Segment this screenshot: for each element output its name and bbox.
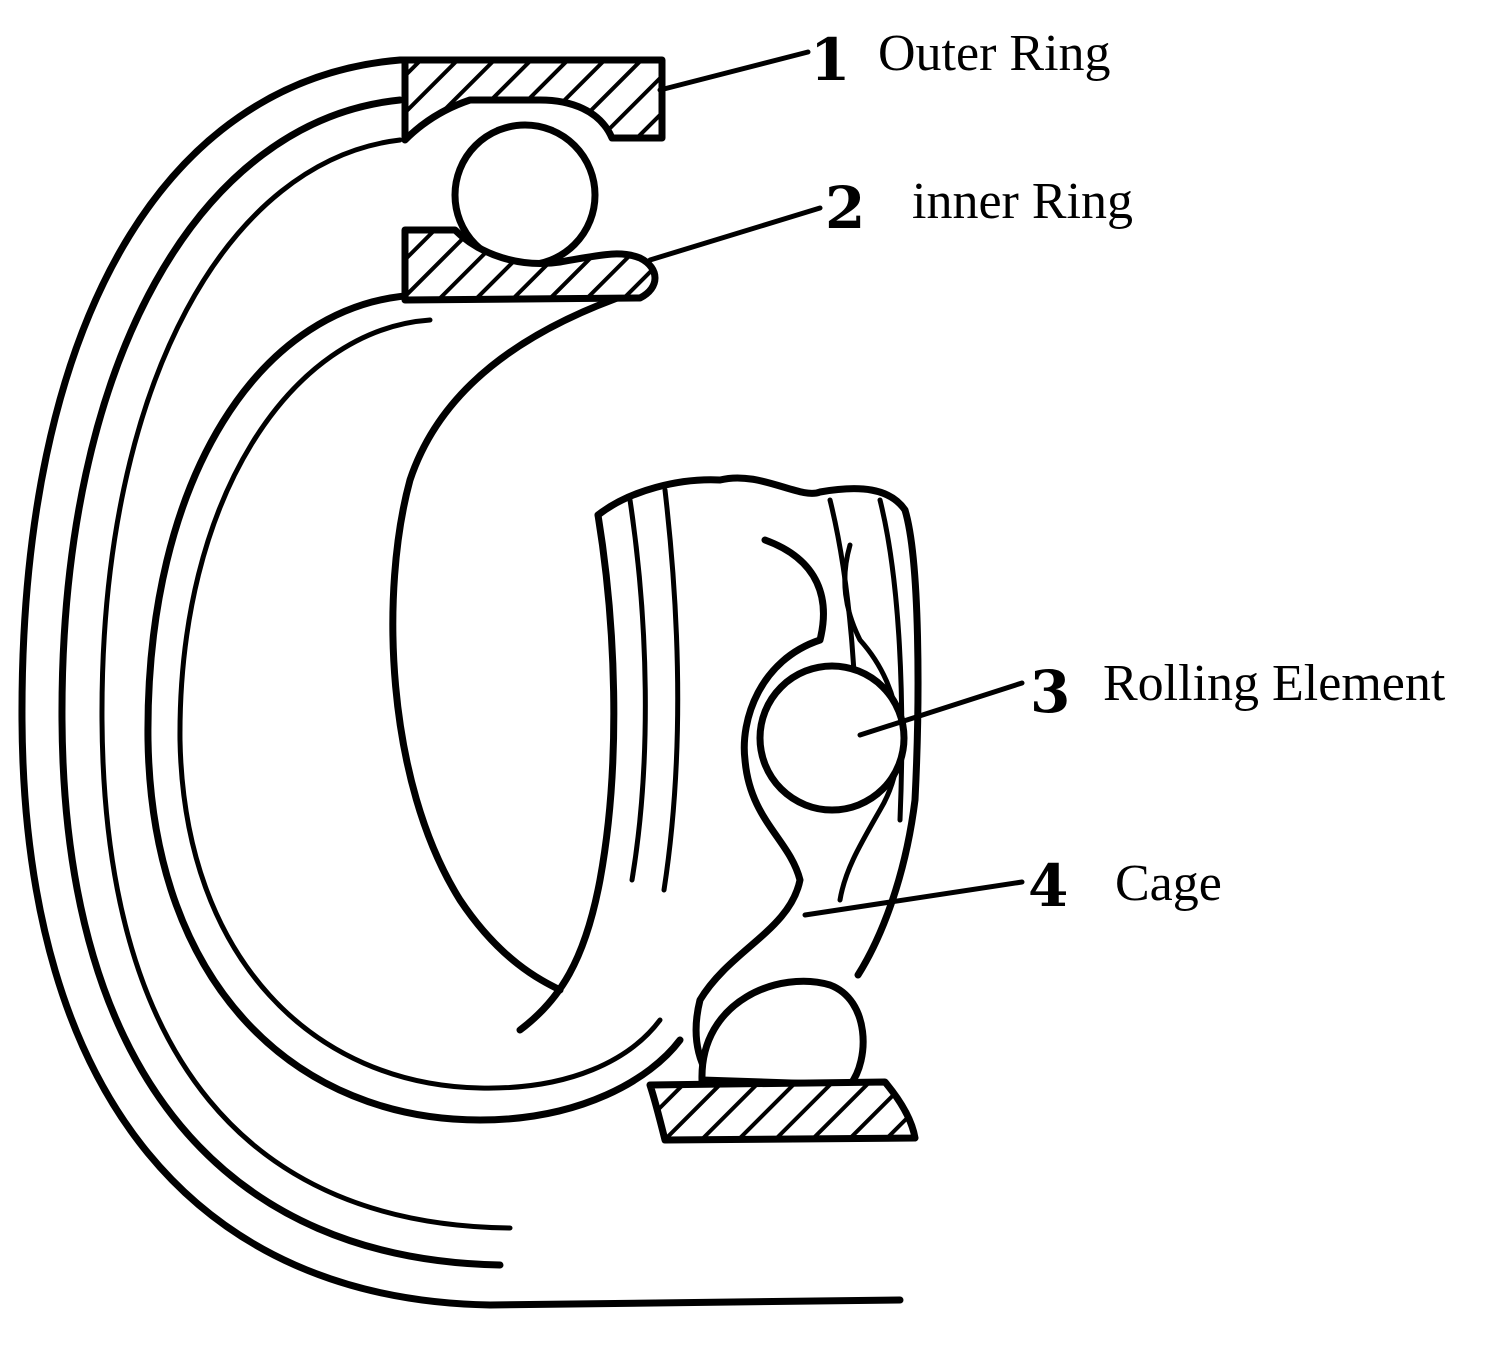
callout-number-4: 4 xyxy=(1028,852,1068,920)
callout-1: 1 Outer Ring xyxy=(810,25,1111,94)
leader-inner-ring xyxy=(647,205,823,263)
rolling-element-ball xyxy=(756,662,908,814)
outer-ring-section-top xyxy=(401,56,666,144)
inner-ring-section-top xyxy=(401,226,659,304)
callout-3: 3 Rolling Element xyxy=(1030,655,1446,726)
callout-4: 4 Cage xyxy=(1028,852,1222,920)
leader-lines xyxy=(647,49,1025,918)
outer-ring-body xyxy=(18,56,904,1309)
leader-cage xyxy=(802,879,1025,918)
label-cage: Cage xyxy=(1115,855,1222,912)
callout-number-3: 3 xyxy=(1030,658,1070,726)
label-inner-ring: inner Ring xyxy=(912,173,1133,230)
ring-section-bottom xyxy=(646,1078,919,1144)
leader-rolling-element xyxy=(857,680,1025,738)
callout-2: 2 inner Ring xyxy=(825,173,1133,242)
label-rolling-element: Rolling Element xyxy=(1103,655,1446,712)
inner-ring-body xyxy=(144,286,684,1124)
callout-number-1: 1 xyxy=(810,26,850,94)
ring-cut-segment xyxy=(516,474,922,1034)
leader-outer-ring xyxy=(657,49,811,93)
label-outer-ring: Outer Ring xyxy=(878,25,1111,82)
ball-bottom xyxy=(698,977,867,1089)
callout-number-2: 2 xyxy=(825,174,865,242)
